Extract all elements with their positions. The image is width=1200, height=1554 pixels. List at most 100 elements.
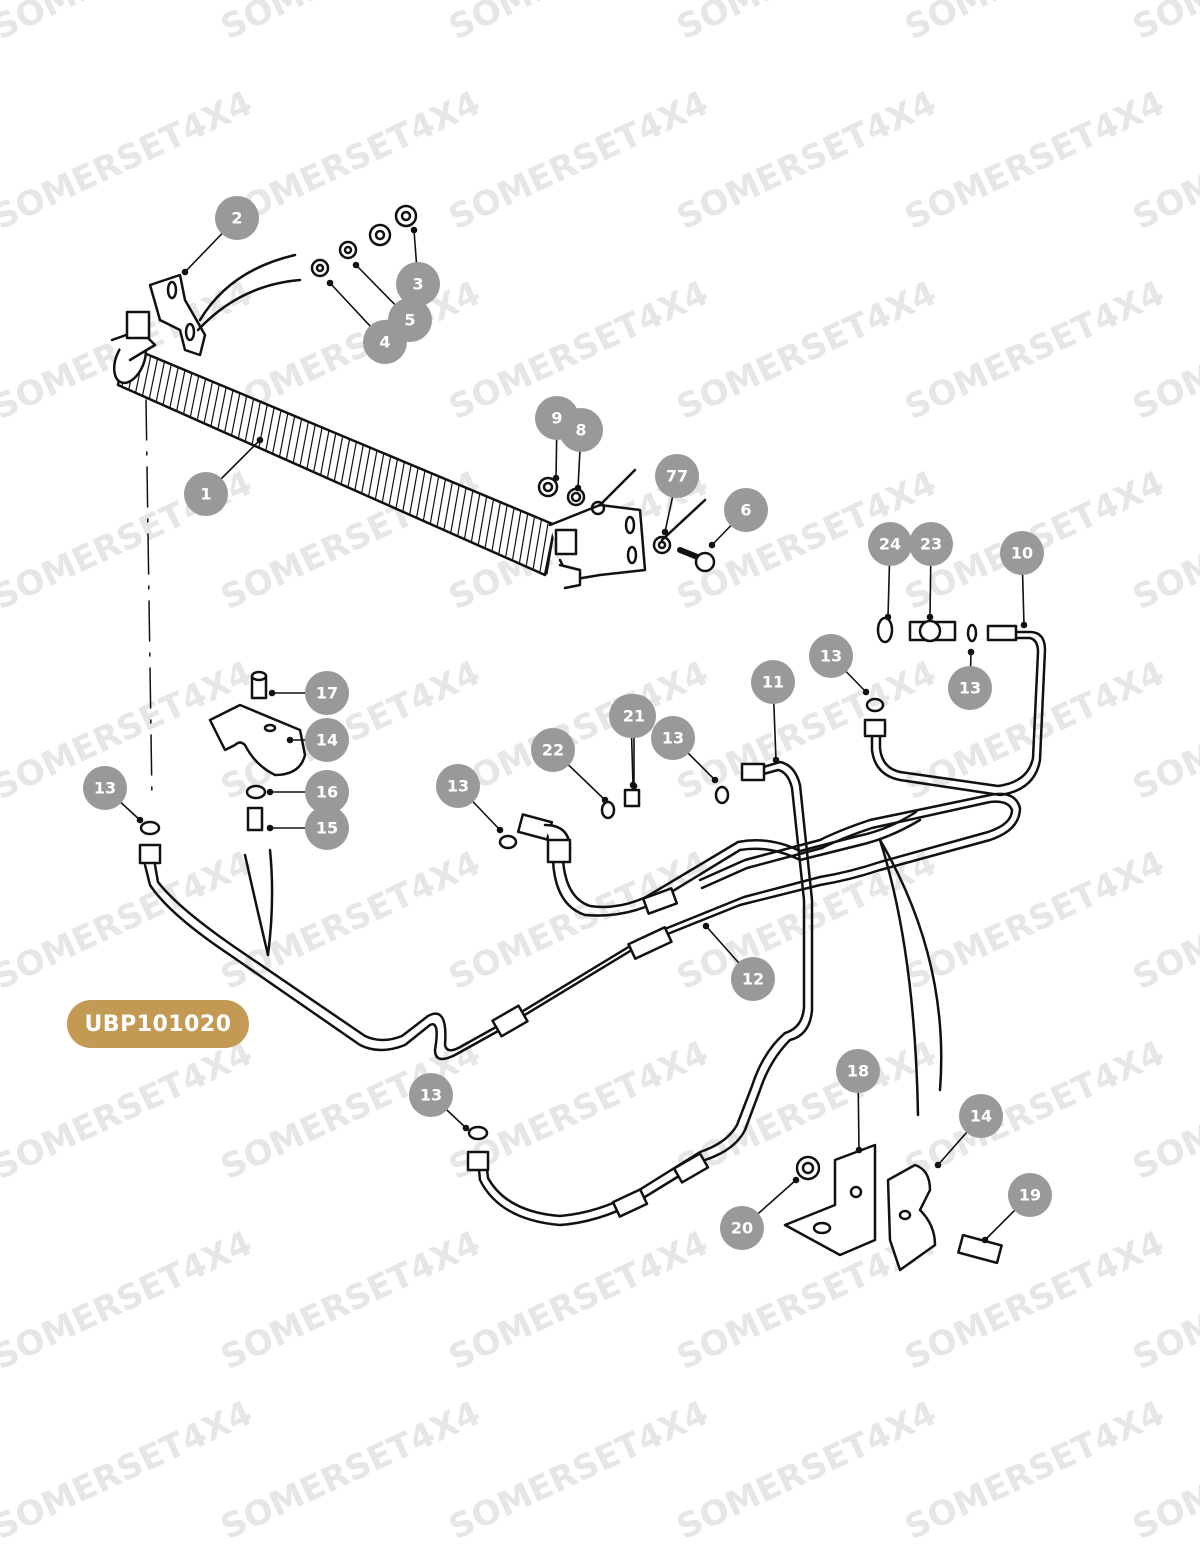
callout-24: 24 xyxy=(868,522,912,566)
callout-label: 2 xyxy=(231,209,242,228)
callout-14: 14 xyxy=(305,718,349,762)
watermark-text: SOMERSET4X4 xyxy=(443,1223,715,1378)
callout-label: 17 xyxy=(316,684,338,703)
leader-dot xyxy=(286,736,294,744)
callout-label: 4 xyxy=(379,333,390,352)
callout-circle xyxy=(531,728,575,772)
leader-dot xyxy=(462,1124,470,1132)
callout-label: 11 xyxy=(762,673,784,692)
callout-label: 1 xyxy=(200,485,211,504)
callout-6: 6 xyxy=(724,488,768,532)
leader-dot xyxy=(1020,621,1028,629)
callout-circle xyxy=(535,396,579,440)
callout-circle xyxy=(836,1049,880,1093)
callout-circle xyxy=(215,196,259,240)
callout-circle xyxy=(305,806,349,850)
callout-label: 13 xyxy=(662,729,684,748)
callout-circle xyxy=(724,488,768,532)
watermark-text: SOMERSET4X4 xyxy=(899,1393,1171,1548)
callout-circle xyxy=(388,298,432,342)
leader-dot xyxy=(256,436,264,444)
watermark-text: SOMERSET4X4 xyxy=(671,0,943,48)
callout-label: 13 xyxy=(94,779,116,798)
callout-label: 10 xyxy=(1011,544,1033,563)
nuts-washers-top xyxy=(196,204,418,332)
callout-circle xyxy=(436,764,480,808)
watermark-text: SOMERSET4X4 xyxy=(899,1223,1171,1378)
callout-13: 13 xyxy=(809,634,853,678)
callout-circle xyxy=(396,262,440,306)
callout-circle xyxy=(959,1094,1003,1138)
callout-14: 14 xyxy=(959,1094,1003,1138)
watermark-text: SOMERSET4X4 xyxy=(0,1033,259,1188)
callout-1: 1 xyxy=(184,472,228,516)
callout-circle xyxy=(184,472,228,516)
callout-label: 14 xyxy=(970,1107,992,1126)
callout-15: 15 xyxy=(305,806,349,850)
watermark-text: SOMERSET4X4 xyxy=(899,83,1171,238)
diagram-code-badge: UBP101020 xyxy=(67,1000,249,1048)
callout-circle xyxy=(751,660,795,704)
watermark-text: SOMERSET4X4 xyxy=(671,273,943,428)
callout-label: 20 xyxy=(731,1219,753,1238)
callout-5: 5 xyxy=(388,298,432,342)
leader-dot xyxy=(711,776,719,784)
callout-label: 15 xyxy=(316,819,338,838)
watermark-text: SOMERSET4X4 xyxy=(443,0,715,48)
callout-2: 2 xyxy=(215,196,259,240)
callout-11: 11 xyxy=(751,660,795,704)
leader-dot xyxy=(855,1146,863,1154)
watermark-text: SOMERSET4X4 xyxy=(1127,0,1200,48)
leader-dot xyxy=(410,226,418,234)
callout-circle xyxy=(305,671,349,715)
callout-label: 3 xyxy=(412,275,423,294)
callout-19: 19 xyxy=(1008,1173,1052,1217)
leader-dot xyxy=(268,689,276,697)
callout-16: 16 xyxy=(305,770,349,814)
callout-circle xyxy=(83,766,127,810)
callout-label: 13 xyxy=(420,1086,442,1105)
callout-circle xyxy=(305,770,349,814)
callout-23: 23 xyxy=(909,522,953,566)
watermark-text: SOMERSET4X4 xyxy=(215,0,487,48)
watermark-text: SOMERSET4X4 xyxy=(899,843,1171,998)
leader-dot xyxy=(884,613,892,621)
leader-dot xyxy=(708,541,716,549)
callout-circle xyxy=(612,694,656,738)
leader-dot xyxy=(792,1176,800,1184)
watermark-text: SOMERSET4X4 xyxy=(0,1393,259,1548)
clamp-hardware-left xyxy=(208,670,307,957)
callout-13: 13 xyxy=(436,764,480,808)
watermark-text: SOMERSET4X4 xyxy=(443,1393,715,1548)
callout-17: 17 xyxy=(305,671,349,715)
callout-label: 22 xyxy=(542,741,564,760)
callout-10: 10 xyxy=(1000,531,1044,575)
pipe-elbow xyxy=(498,810,922,917)
leader-dot xyxy=(630,782,638,790)
leader-dot xyxy=(326,279,334,287)
callout-circle xyxy=(809,634,853,678)
callout-label: 13 xyxy=(820,647,842,666)
callout-13: 13 xyxy=(83,766,127,810)
callout-label: 14 xyxy=(316,731,338,750)
pipe-12 xyxy=(138,792,1022,1061)
callout-label: 19 xyxy=(1019,1186,1041,1205)
watermark-text: SOMERSET4X4 xyxy=(0,843,259,998)
callout-circle xyxy=(720,1206,764,1250)
callout-label: 9 xyxy=(551,409,562,428)
leader-dot xyxy=(926,613,934,621)
nuts-washers-right xyxy=(537,468,716,573)
leader-dot xyxy=(661,528,669,536)
watermark-text: SOMERSET4X4 xyxy=(443,843,715,998)
leader-dot xyxy=(181,268,189,276)
leader-dot xyxy=(136,816,144,824)
callout-circle xyxy=(731,957,775,1001)
callout-12: 12 xyxy=(731,957,775,1001)
callout-21: 21 xyxy=(612,694,656,738)
line-drawing xyxy=(110,204,1047,1272)
watermark-text: SOMERSET4X4 xyxy=(0,1223,259,1378)
callout-circle xyxy=(1008,1173,1052,1217)
callout-77: 77 xyxy=(655,454,699,498)
callout-13: 13 xyxy=(948,666,992,710)
